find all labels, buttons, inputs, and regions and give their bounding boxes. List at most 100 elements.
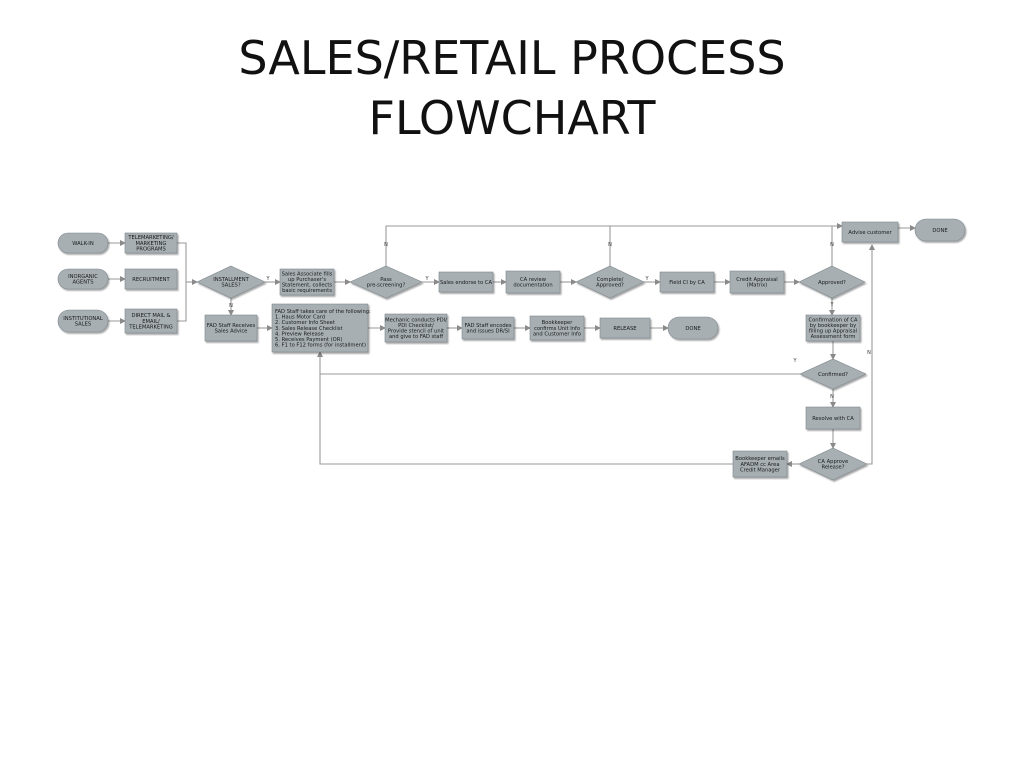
connector bbox=[385, 223, 843, 266]
node-label: pre-screening? bbox=[367, 283, 406, 289]
node-label: INSTALLMENT bbox=[213, 277, 249, 283]
node-advise-customer: Advise customer bbox=[841, 221, 899, 243]
node-label: EMAIL/ bbox=[142, 319, 160, 325]
node-label: MARKETING bbox=[136, 241, 167, 247]
node-label: Complete/ bbox=[597, 277, 624, 283]
node-label: (Matrix) bbox=[747, 283, 767, 289]
node-label: Confirmation of CA bbox=[808, 317, 857, 323]
node-label: TELEMARKETING/ bbox=[127, 235, 174, 241]
node-label: 2. Customer Info Sheet bbox=[275, 320, 335, 326]
node-label: and Customer Info bbox=[533, 331, 581, 337]
node-fad-staff-tasks: FAD Staff takes care of the following:1.… bbox=[271, 303, 371, 353]
node-label: Approved? bbox=[596, 283, 624, 289]
node-label: FAD Staff encodes bbox=[464, 323, 511, 329]
node-label: up Purchaser's bbox=[288, 277, 326, 283]
node-label: confirms Unit Info bbox=[534, 326, 580, 332]
node-approved: Approved? bbox=[798, 265, 866, 299]
node-label: 4. Preview Release bbox=[275, 331, 324, 337]
node-sales-endorse-ca: Sales endorse to CA bbox=[438, 271, 494, 293]
edge-label-no: N bbox=[229, 303, 233, 309]
edge-label-yes: Y bbox=[644, 276, 649, 282]
node-label: Assessment form bbox=[811, 334, 856, 340]
node-label: PROGRAMS bbox=[136, 246, 166, 252]
node-label: Approved? bbox=[818, 280, 846, 286]
node-done-mid: DONE bbox=[667, 316, 719, 340]
node-label: FAD Staff Receives bbox=[207, 323, 256, 329]
node-label: Pass bbox=[380, 277, 392, 283]
node-mechanic-pdi: Mechanic conducts PDI/PDI Checklist/Prov… bbox=[384, 313, 448, 343]
connector bbox=[177, 242, 187, 322]
node-label: and give to FAD staff bbox=[389, 334, 444, 340]
node-label: Credit Appraisal bbox=[736, 277, 777, 283]
node-label: Field CI by CA bbox=[669, 280, 705, 286]
edge-label-no: N bbox=[830, 242, 834, 248]
node-release: RELEASE bbox=[599, 317, 651, 339]
node-label: RELEASE bbox=[613, 326, 636, 332]
edges bbox=[108, 223, 916, 467]
node-label: Sales Associate fills bbox=[282, 271, 333, 277]
edge-label-yes: Y bbox=[265, 276, 270, 282]
node-label: CA Approve bbox=[818, 459, 848, 465]
node-walk-in: WALK-IN bbox=[57, 232, 109, 254]
node-label: TELEMARKETING bbox=[128, 324, 173, 330]
node-label: Bookkeeper emails bbox=[735, 456, 785, 462]
node-label: Provide stencil of unit bbox=[388, 329, 444, 335]
node-label: PDI Checklist/ bbox=[398, 323, 434, 329]
node-label: Advise customer bbox=[848, 230, 892, 236]
node-label: DIRECT MAIL & bbox=[132, 313, 171, 319]
node-label: RECRUITMENT bbox=[132, 277, 170, 283]
node-label: WALK-IN bbox=[72, 241, 94, 247]
node-label: DONE bbox=[685, 326, 700, 332]
nodes: WALK-ININORGANICAGENTSINSTITUTIONALSALES… bbox=[57, 218, 966, 481]
node-done-top: DONE bbox=[914, 218, 966, 242]
edge-label-no: N bbox=[608, 242, 612, 248]
connector bbox=[317, 351, 800, 375]
edge-label-yes: Y bbox=[829, 302, 834, 308]
node-label: SALES? bbox=[221, 283, 240, 289]
node-label: 5. Receives Payment (OR) bbox=[275, 337, 342, 343]
node-label: DONE bbox=[932, 228, 947, 234]
node-label: Sales Advice bbox=[215, 329, 248, 335]
node-label: by bookkeeper by bbox=[810, 323, 857, 329]
node-label: FAD Staff takes care of the following: bbox=[275, 309, 371, 315]
node-direct-mail: DIRECT MAIL &EMAIL/TELEMARKETING bbox=[124, 308, 178, 334]
node-label: Sales endorse to CA bbox=[440, 280, 493, 286]
title-line-1: SALES/RETAIL PROCESS bbox=[238, 31, 786, 85]
title-line-2: FLOWCHART bbox=[368, 91, 656, 145]
node-label: Resolve with CA bbox=[812, 416, 854, 422]
node-label: Mechanic conducts PDI/ bbox=[385, 317, 447, 323]
connector bbox=[867, 244, 875, 465]
node-credit-appraisal: Credit Appraisal(Matrix) bbox=[729, 270, 785, 294]
node-confirmed: Confirmed? bbox=[799, 358, 867, 390]
node-label: AFADM cc Area bbox=[740, 462, 779, 468]
node-label: filling up Appraisal bbox=[809, 329, 857, 335]
node-label: 3. Sales Release Checklist bbox=[275, 326, 343, 332]
node-field-ci: Field CI by CA bbox=[659, 271, 715, 293]
edge-label-yes: Y bbox=[792, 358, 797, 364]
edge-label-no: N bbox=[867, 350, 871, 356]
node-label: 6. F1 to F12 forms (for installment) bbox=[275, 343, 366, 349]
node-label: Credit Manager bbox=[740, 467, 781, 473]
node-label: and issues DR/SI bbox=[466, 329, 510, 335]
node-label: basic requirements bbox=[282, 288, 332, 294]
node-label: Release? bbox=[821, 465, 844, 471]
edge-label-no: N bbox=[384, 242, 388, 248]
node-label: Statement, collects bbox=[282, 283, 333, 289]
node-resolve-ca: Resolve with CA bbox=[805, 406, 861, 430]
node-recruitment: RECRUITMENT bbox=[124, 268, 178, 290]
node-complete-approved: Complete/Approved? bbox=[575, 265, 645, 299]
connector bbox=[319, 374, 733, 465]
